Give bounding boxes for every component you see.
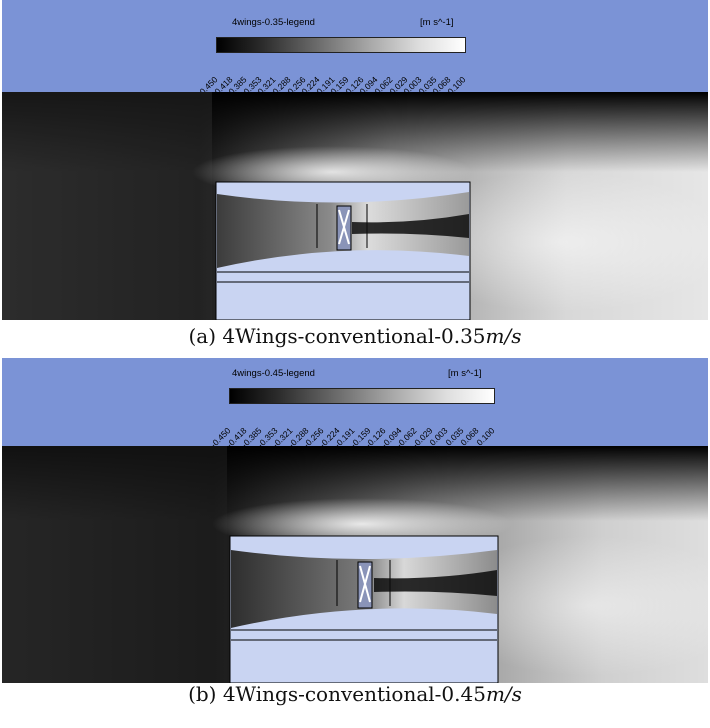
caption-unit: m/s — [485, 682, 522, 706]
panel-b: 4wings-0.45-legend [m s^-1] -0.450-0.418… — [2, 358, 708, 683]
caption-unit: m/s — [485, 324, 522, 348]
colorbar — [229, 388, 495, 404]
legend-unit: [m s^-1] — [448, 368, 482, 379]
legend-band: 4wings-0.35-legend [m s^-1] -0.450-0.418… — [2, 0, 708, 99]
colorbar — [216, 37, 466, 53]
legend-unit: [m s^-1] — [420, 17, 454, 28]
panel-a: 4wings-0.35-legend [m s^-1] -0.450-0.418… — [2, 0, 708, 320]
legend-band: 4wings-0.45-legend [m s^-1] -0.450-0.418… — [2, 358, 708, 450]
legend-title: 4wings-0.35-legend — [232, 17, 315, 28]
caption-text: (b) 4Wings-conventional-0.45 — [188, 682, 486, 706]
caption-b: (b) 4Wings-conventional-0.45m/s — [0, 682, 710, 706]
legend-title: 4wings-0.45-legend — [232, 368, 315, 379]
caption-a: (a) 4Wings-conventional-0.35m/s — [0, 324, 710, 348]
velocity-contour-field — [2, 446, 708, 683]
velocity-contour-field — [2, 92, 708, 320]
contour-plot-b — [2, 446, 708, 683]
caption-text: (a) 4Wings-conventional-0.35 — [188, 324, 486, 348]
contour-plot-a — [2, 92, 708, 320]
